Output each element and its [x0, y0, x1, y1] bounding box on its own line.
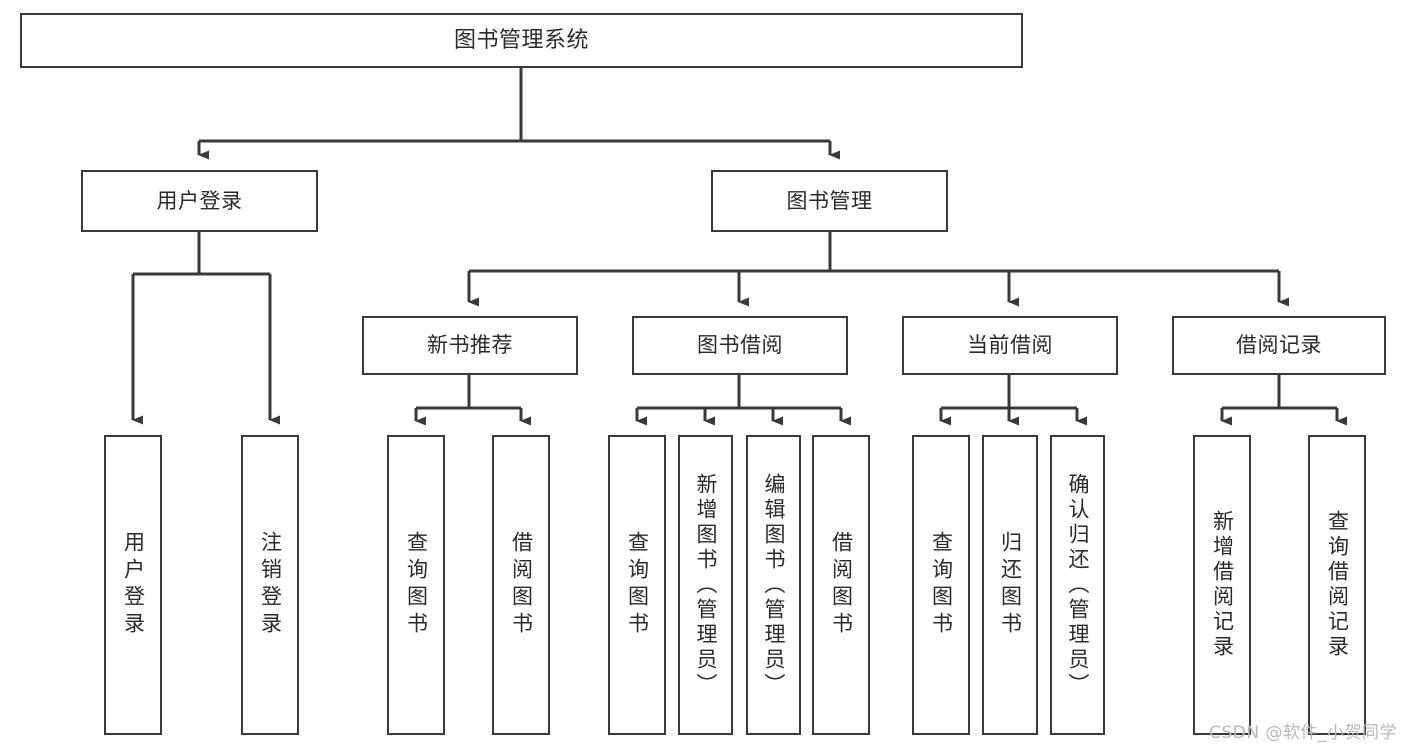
node-leaf-user-login[interactable]: 用户登录 [104, 435, 162, 735]
node-label: 编辑图书（管理员） [762, 472, 786, 698]
node-label: 查询图书 [625, 531, 650, 639]
node-leaf-query-borrow-record[interactable]: 查询借阅记录 [1308, 435, 1366, 735]
node-label: 用户登录 [156, 188, 243, 213]
node-leaf-return-book[interactable]: 归还图书 [982, 435, 1038, 735]
node-leaf-add-book[interactable]: 新增图书（管理员） [678, 435, 733, 735]
node-leaf-logout[interactable]: 注销登录 [241, 435, 299, 735]
node-label: 借阅图书 [829, 531, 854, 639]
node-leaf-edit-book[interactable]: 编辑图书（管理员） [746, 435, 801, 735]
node-label: 注销登录 [258, 531, 283, 639]
node-label: 查询图书 [404, 531, 429, 639]
node-label: 新书推荐 [427, 333, 513, 358]
node-label: 图书管理系统 [453, 27, 589, 53]
node-label: 当前借阅 [967, 333, 1053, 358]
node-label: 用户登录 [121, 531, 146, 639]
node-leaf-borrow-book-recommend[interactable]: 借阅图书 [492, 435, 550, 735]
node-book-management[interactable]: 图书管理 [711, 170, 948, 232]
node-leaf-borrow-book[interactable]: 借阅图书 [812, 435, 870, 735]
node-label: 借阅记录 [1236, 333, 1322, 358]
node-label: 图书借阅 [697, 333, 783, 358]
node-label: 确认归还（管理员） [1066, 472, 1090, 698]
node-label: 查询图书 [929, 531, 954, 639]
node-leaf-query-book-current[interactable]: 查询图书 [912, 435, 970, 735]
node-book-borrow[interactable]: 图书借阅 [632, 316, 848, 375]
node-label: 新增借阅记录 [1210, 510, 1235, 660]
node-leaf-add-borrow-record[interactable]: 新增借阅记录 [1193, 435, 1251, 735]
node-label: 新增图书（管理员） [694, 472, 718, 698]
node-label: 借阅图书 [509, 531, 534, 639]
node-leaf-confirm-return[interactable]: 确认归还（管理员） [1050, 435, 1105, 735]
node-borrow-record[interactable]: 借阅记录 [1172, 316, 1386, 375]
csdn-watermark: CSDN @软件_小贺同学 [1209, 723, 1397, 743]
node-label: 查询借阅记录 [1325, 510, 1350, 660]
node-leaf-query-book-recommend[interactable]: 查询图书 [387, 435, 445, 735]
node-root-book-management-system[interactable]: 图书管理系统 [20, 13, 1023, 68]
node-current-borrow[interactable]: 当前借阅 [902, 316, 1118, 375]
node-leaf-query-book-borrow[interactable]: 查询图书 [608, 435, 666, 735]
node-label: 图书管理 [786, 188, 873, 213]
node-user-login[interactable]: 用户登录 [81, 170, 318, 232]
node-label: 归还图书 [998, 531, 1023, 639]
node-new-book-recommend[interactable]: 新书推荐 [362, 316, 578, 375]
